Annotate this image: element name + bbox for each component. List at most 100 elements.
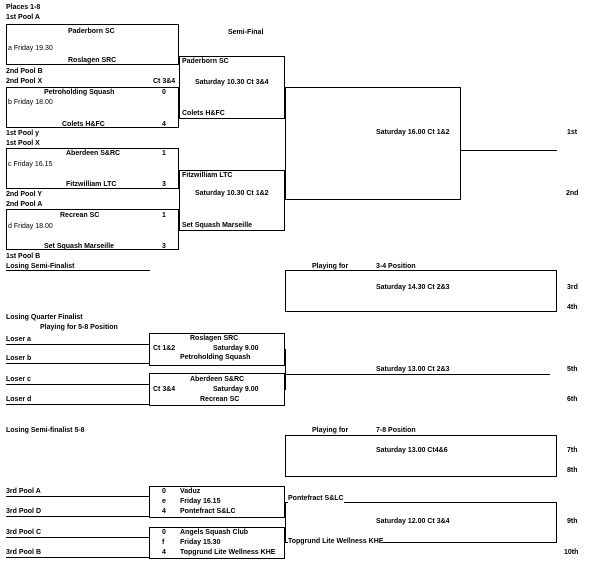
loser-b-line (6, 363, 149, 364)
qf-a-team1: Paderborn SC (68, 28, 115, 35)
qf-c-team1: Aberdeen S&RC (66, 150, 121, 157)
place-10th: 10th (564, 549, 579, 556)
place-8th: 8th (567, 467, 578, 474)
ninth-e-score1: 0 (162, 488, 166, 495)
loser-c-label: Loser c (6, 376, 31, 383)
pool-label-2x: 2nd Pool X (6, 78, 43, 85)
loser-d-label: Loser d (6, 396, 32, 403)
ninth-f-score2: 4 (162, 549, 166, 556)
qf-b-score2: 4 (162, 121, 166, 128)
place-9th: 9th (567, 518, 578, 525)
sf-bottom-time: Saturday 10.30 Ct 1&2 (195, 190, 269, 197)
third-playing-for: Playing for (312, 263, 349, 270)
ninth-place-match (285, 502, 557, 543)
loser-d-line (6, 404, 149, 405)
place-7th: 7th (567, 447, 578, 454)
pool-label-1b: 1st Pool B (6, 253, 41, 260)
ninth-final-team1: Pontefract S&LC (288, 495, 344, 503)
ninth-e-team1: Vaduz (180, 488, 201, 495)
fifth-final-vertical (285, 349, 286, 390)
pool-3c-line (6, 537, 149, 538)
qf-d-team2: Set Squash Marseille (44, 243, 115, 250)
ninth-f-team2: Topgrund Lite Wellness KHE (180, 549, 276, 556)
ninth-e-team2: Pontefract S&LC (180, 508, 236, 515)
pool-label-3d: 3rd Pool D (6, 508, 42, 515)
sf-top-team2: Colets H&FC (182, 110, 225, 117)
pool-label-3a: 3rd Pool A (6, 488, 41, 495)
losing-semi-label: Losing Semi-Finalist (6, 263, 75, 270)
fifth-m2-team1: Aberdeen S&RC (190, 376, 245, 383)
pool-label-3b: 3rd Pool B (6, 549, 42, 556)
losing-qf-label: Losing Quarter Finalist (6, 314, 83, 321)
fifth-playing-for: Playing for 5-8 Position (40, 324, 118, 331)
sf-bottom-team2: Set Squash Marseille (182, 222, 253, 229)
pool-3b-line (6, 557, 149, 558)
qf-d-label: d Friday 18.00 (8, 223, 53, 230)
qf-a-team2: Roslagen SRC (68, 57, 117, 64)
loser-a-label: Loser a (6, 336, 31, 343)
pool-label-2b: 2nd Pool B (6, 68, 43, 75)
fifth-m2-time: Saturday 9.00 (213, 386, 259, 393)
ninth-final-time: Saturday 12.00 Ct 3&4 (376, 518, 450, 525)
loser-c-line (6, 384, 149, 385)
pool-label-1y: 1st Pool y (6, 130, 40, 137)
loser-b-label: Loser b (6, 355, 32, 362)
fifth-final-line (285, 374, 550, 375)
final-time: Saturday 16.00 Ct 1&2 (376, 129, 450, 136)
pool-label-1a: 1st Pool A (6, 14, 40, 21)
fifth-m1-time: Saturday 9.00 (213, 345, 259, 352)
sf-bottom-team1: Fitzwilliam LTC (182, 172, 233, 179)
pool-3a-line (6, 496, 149, 497)
seventh-place-match (285, 435, 557, 477)
pool-label-3c: 3rd Pool C (6, 529, 42, 536)
losing-semi-58-label: Losing Semi-finalist 5-8 (6, 427, 85, 434)
qf-c-score2: 3 (162, 181, 166, 188)
place-6th: 6th (567, 396, 578, 403)
fifth-m1-court: Ct 1&2 (153, 345, 176, 352)
places-heading: Places 1-8 (6, 4, 41, 11)
place-4th: 4th (567, 304, 578, 311)
fifth-m1-team1: Roslagen SRC (190, 335, 239, 342)
qf-d-score1: 1 (162, 212, 166, 219)
ninth-f-team1: Angels Squash Club (180, 529, 249, 536)
ninth-e-time: Friday 16.15 (180, 498, 221, 505)
qf-match-d (6, 209, 179, 250)
qf-b-team2: Colets H&FC (62, 121, 105, 128)
pool-label-2a: 2nd Pool A (6, 201, 43, 208)
sf-top-team1: Paderborn SC (182, 58, 229, 65)
qf-c-label: c Friday 16.15 (8, 161, 53, 168)
final-match (285, 87, 461, 200)
qf-d-team1: Recrean SC (60, 212, 100, 219)
sf-top-time: Saturday 10.30 Ct 3&4 (195, 79, 269, 86)
qf-d-score2: 3 (162, 243, 166, 250)
loser-a-line (6, 344, 149, 345)
qf-match-a (6, 24, 179, 65)
final-connector (461, 150, 557, 151)
ninth-final-team2: Topgrund Lite Wellness KHE (288, 538, 384, 546)
fifth-match-2 (149, 373, 285, 406)
fifth-m2-court: Ct 3&4 (153, 386, 176, 393)
qf-b-label: b Friday 18.00 (8, 99, 53, 106)
qf-match-b (6, 87, 179, 128)
losing-semi-line (6, 270, 150, 271)
fifth-m1-team2: Petroholding Squash (180, 354, 251, 361)
qf-c-team2: Fitzwilliam LTC (66, 181, 117, 188)
place-3rd: 3rd (567, 284, 578, 291)
pool-label-2y: 2nd Pool Y (6, 191, 43, 198)
pool-label-1x: 1st Pool X (6, 140, 40, 147)
ninth-f-time: Friday 15.30 (180, 539, 221, 546)
seventh-position-label: 7-8 Position (376, 427, 416, 434)
ninth-f-label: f (162, 539, 165, 546)
sf-match-top (179, 56, 285, 119)
qf-b-team1: Petroholding Squash (44, 89, 115, 96)
seventh-playing-for: Playing for (312, 427, 349, 434)
ninth-match-f (149, 527, 285, 559)
seventh-place-time: Saturday 13.00 Ct4&6 (376, 447, 448, 454)
qf-c-score1: 1 (162, 150, 166, 157)
third-position-label: 3-4 Position (376, 263, 416, 270)
fifth-final-time: Saturday 13.00 Ct 2&3 (376, 366, 450, 373)
place-1st: 1st (567, 129, 578, 136)
qf-match-c (6, 148, 179, 189)
ninth-f-score1: 0 (162, 529, 166, 536)
ninth-match-e (149, 486, 285, 518)
